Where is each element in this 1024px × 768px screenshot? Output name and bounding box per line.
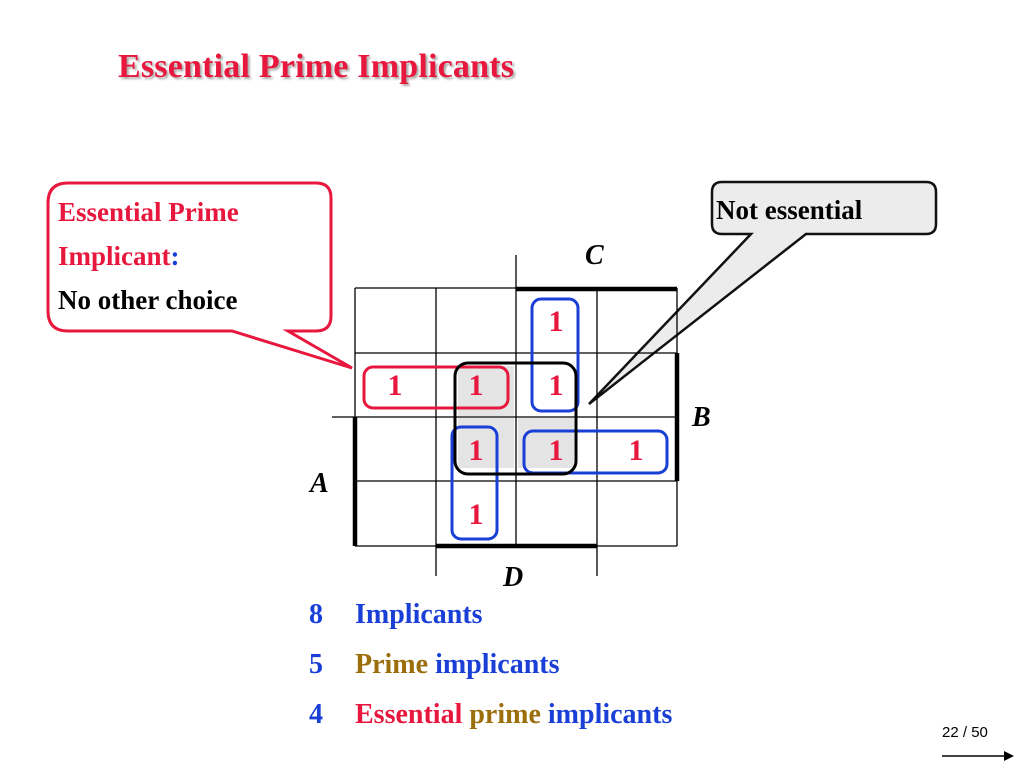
stat-word: Prime: [355, 649, 429, 680]
essential-callout-bubble: [46, 181, 353, 370]
stat-count: 4: [309, 699, 323, 730]
stat-word: prime: [469, 699, 541, 730]
stat-word: implicants: [547, 699, 673, 730]
stat-row-prime-implicants: 5 Prime implicants: [309, 640, 672, 690]
stat-word: implicants: [435, 649, 560, 680]
kmap-cell-r1c2: 1: [548, 369, 564, 402]
page-separator: /: [962, 724, 968, 741]
essential-callout-line3: No other choice: [58, 285, 238, 315]
group-black-quad: [453, 361, 578, 476]
stat-count: 8: [309, 599, 323, 630]
page-total: 50: [971, 724, 988, 741]
kmap-cell-r3c1: 1: [468, 498, 484, 531]
kmap-cell-r0c2: 1: [548, 305, 564, 338]
group-blue-horizontal: [522, 429, 669, 475]
not-essential-callout-text: Not essential: [716, 195, 863, 225]
page-number: 22 / 50: [942, 724, 988, 741]
essential-callout-text: Essential Prime Implicant: No other choi…: [58, 190, 239, 322]
kmap-variable-bars: [352, 286, 680, 549]
axis-label-a: A: [310, 468, 329, 499]
implicant-stats: 8 Implicants 5 Prime implicants 4 Essential…: [309, 590, 672, 740]
next-arrow-icon[interactable]: [940, 748, 1016, 762]
axis-label-b: B: [692, 402, 711, 433]
kmap-cell-r1c1: 1: [468, 369, 484, 402]
group-blue-vertical-top: [530, 297, 580, 413]
page-current: 22: [942, 724, 959, 741]
stat-word: Essential: [355, 699, 463, 730]
group-blue-vertical-bottom: [450, 425, 499, 541]
stat-row-essential-prime-implicants: 4 Essential prime implicants: [309, 690, 672, 740]
stat-row-implicants: 8 Implicants: [309, 590, 672, 640]
slide-title: Essential Prime Implicants: [118, 48, 515, 85]
essential-callout-line1: Essential Prime: [58, 197, 239, 227]
not-essential-callout-bubble: [588, 180, 938, 405]
kmap-cell-r2c1: 1: [468, 434, 484, 467]
essential-callout-line2-text: Implicant: [58, 241, 171, 271]
essential-callout-line2: Implicant:: [58, 234, 239, 278]
stat-count: 5: [309, 649, 323, 680]
group-red-essential: [362, 365, 510, 410]
essential-callout-colon: :: [170, 241, 180, 271]
kmap-cell-r2c2: 1: [548, 434, 564, 467]
axis-label-d: D: [503, 562, 524, 593]
kmap-cell-r2c3: 1: [628, 434, 644, 467]
kmap-cell-r1c0: 1: [387, 369, 403, 402]
axis-label-c: C: [585, 240, 604, 271]
stat-word: Implicants: [355, 599, 483, 630]
